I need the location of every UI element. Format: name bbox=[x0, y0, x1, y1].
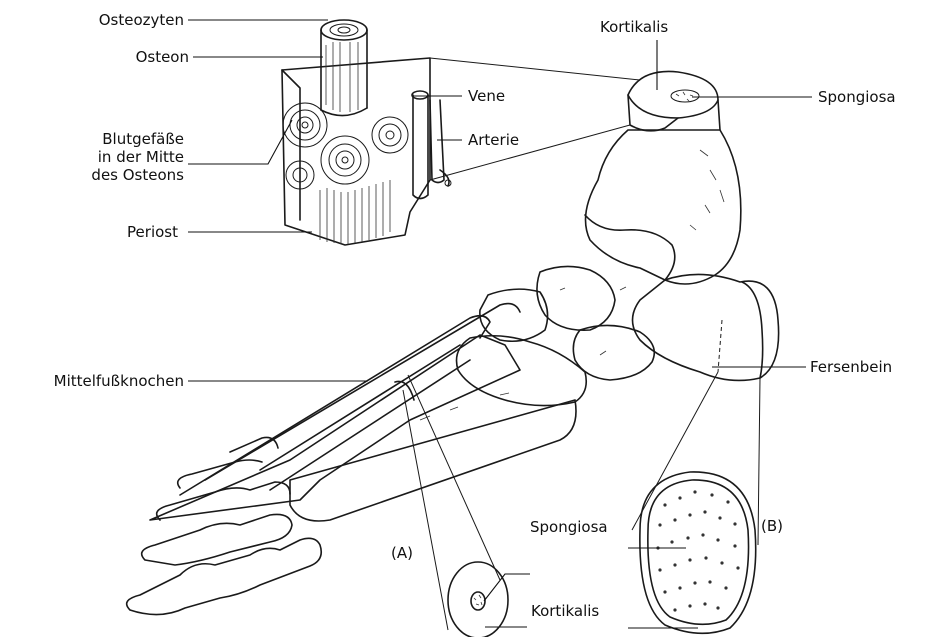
label-periost: Periost bbox=[127, 223, 178, 241]
label-kortikalis-bottom: Kortikalis bbox=[531, 602, 599, 620]
label-kortikalis-top: Kortikalis bbox=[600, 18, 668, 36]
zoom-lines-osteon bbox=[430, 58, 640, 180]
label-spongiosa-bottom: Spongiosa bbox=[530, 518, 608, 536]
label-blutgefaesse-line-2: in der Mitte bbox=[91, 148, 184, 166]
label-blutgefaesse-line-3: des Osteons bbox=[91, 166, 184, 184]
label-spongiosa-top: Spongiosa bbox=[818, 88, 896, 106]
osteon-block-illustration bbox=[282, 20, 451, 245]
spongiosa-dot-pattern bbox=[656, 490, 739, 611]
label-osteon: Osteon bbox=[136, 48, 189, 66]
cross-section-b-illustration bbox=[632, 372, 760, 633]
label-vene: Vene bbox=[468, 87, 505, 105]
label-arterie: Arterie bbox=[468, 131, 519, 149]
bone-section-cylinder-top bbox=[628, 71, 720, 130]
cross-section-a-illustration bbox=[403, 375, 508, 637]
label-mittelfussknochen: Mittelfußknochen bbox=[54, 372, 184, 390]
label-osteozyten: Osteozyten bbox=[99, 11, 184, 29]
foot-skeleton-illustration bbox=[127, 130, 779, 615]
label-marker-a: (A) bbox=[391, 544, 413, 562]
label-marker-b: (B) bbox=[761, 517, 783, 535]
label-blutgefaesse: Blutgefäße in der Mitte des Osteons bbox=[91, 130, 184, 184]
label-fersenbein: Fersenbein bbox=[810, 358, 892, 376]
label-blutgefaesse-line-1: Blutgefäße bbox=[91, 130, 184, 148]
